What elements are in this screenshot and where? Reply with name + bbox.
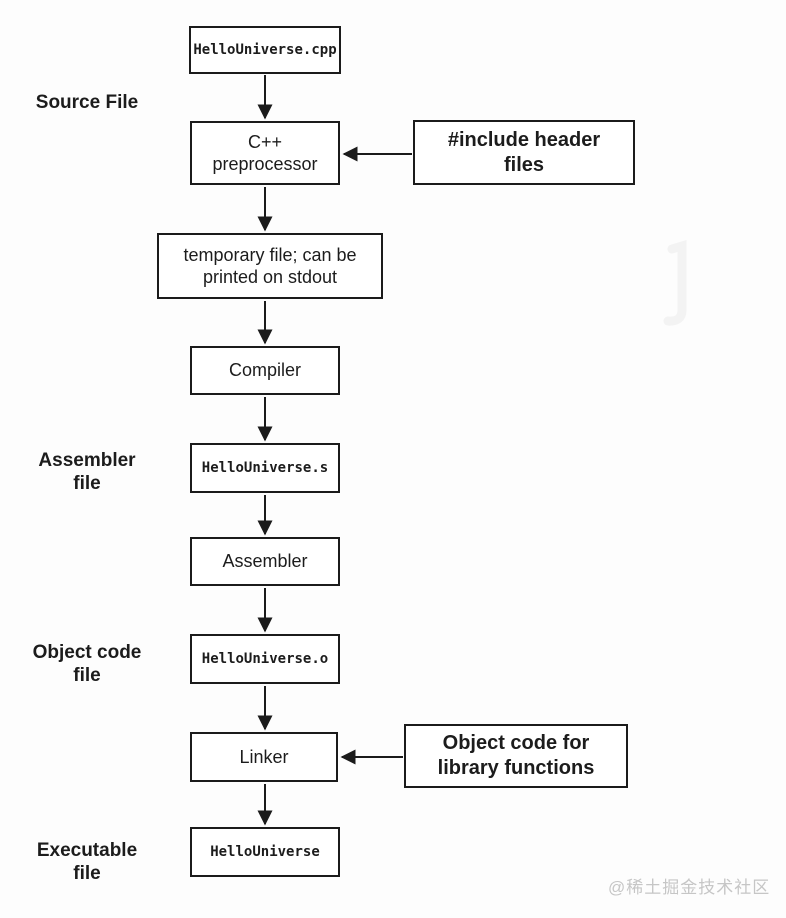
label-source-file: Source File xyxy=(7,92,167,115)
node-compiler: Compiler xyxy=(190,346,340,395)
label-assembler-file-line2: file xyxy=(73,472,101,494)
node-library-object-code-line2: library functions xyxy=(437,757,595,779)
label-object-code-file-line2: file xyxy=(73,664,101,686)
ghost-watermark-artifact xyxy=(663,239,687,326)
label-assembler-file-line1: Assembler xyxy=(38,450,136,471)
node-assembly-file: HelloUniverse.s xyxy=(190,443,340,493)
watermark-text: @稀土掘金技术社区 xyxy=(608,878,771,897)
node-cpp-source-file: HelloUniverse.cpp xyxy=(189,26,341,74)
node-assembler-label: Assembler xyxy=(222,551,308,572)
node-linker: Linker xyxy=(190,732,338,782)
node-temporary-file-line2: printed on stdout xyxy=(202,267,338,287)
node-library-object-code-line1: Object code for xyxy=(442,732,590,754)
node-temporary-file: temporary file; can be printed on stdout xyxy=(157,233,383,299)
node-include-header-files-line2: files xyxy=(503,153,545,176)
node-executable: HelloUniverse xyxy=(190,827,340,877)
node-object-code-file-label: HelloUniverse.o xyxy=(201,651,329,667)
node-compiler-label: Compiler xyxy=(228,360,302,381)
label-assembler-file: Assembler file xyxy=(7,450,167,496)
node-include-header-files: #include header files xyxy=(413,120,635,185)
node-cpp-preprocessor-line1: C++ xyxy=(247,131,283,152)
node-assembler: Assembler xyxy=(190,537,340,586)
label-object-code-file: Object code file xyxy=(7,642,167,688)
label-executable-file-line1: Executable xyxy=(36,840,138,861)
label-executable-file: Executable file xyxy=(7,840,167,886)
node-include-header-files-line1: #include header xyxy=(447,128,601,151)
node-linker-label: Linker xyxy=(239,746,289,767)
node-assembly-file-label: HelloUniverse.s xyxy=(201,460,329,476)
node-cpp-preprocessor-line2: preprocessor xyxy=(212,154,318,174)
node-cpp-preprocessor: C++ preprocessor xyxy=(190,121,340,185)
label-object-code-file-line1: Object code xyxy=(32,642,142,663)
label-executable-file-line2: file xyxy=(73,862,101,884)
node-cpp-source-file-label: HelloUniverse.cpp xyxy=(193,42,337,58)
node-temporary-file-line1: temporary file; can be xyxy=(183,244,357,265)
label-source-file-line1: Source File xyxy=(35,92,139,113)
node-library-object-code: Object code for library functions xyxy=(404,724,628,788)
node-executable-label: HelloUniverse xyxy=(210,844,320,860)
node-object-code-file: HelloUniverse.o xyxy=(190,634,340,684)
